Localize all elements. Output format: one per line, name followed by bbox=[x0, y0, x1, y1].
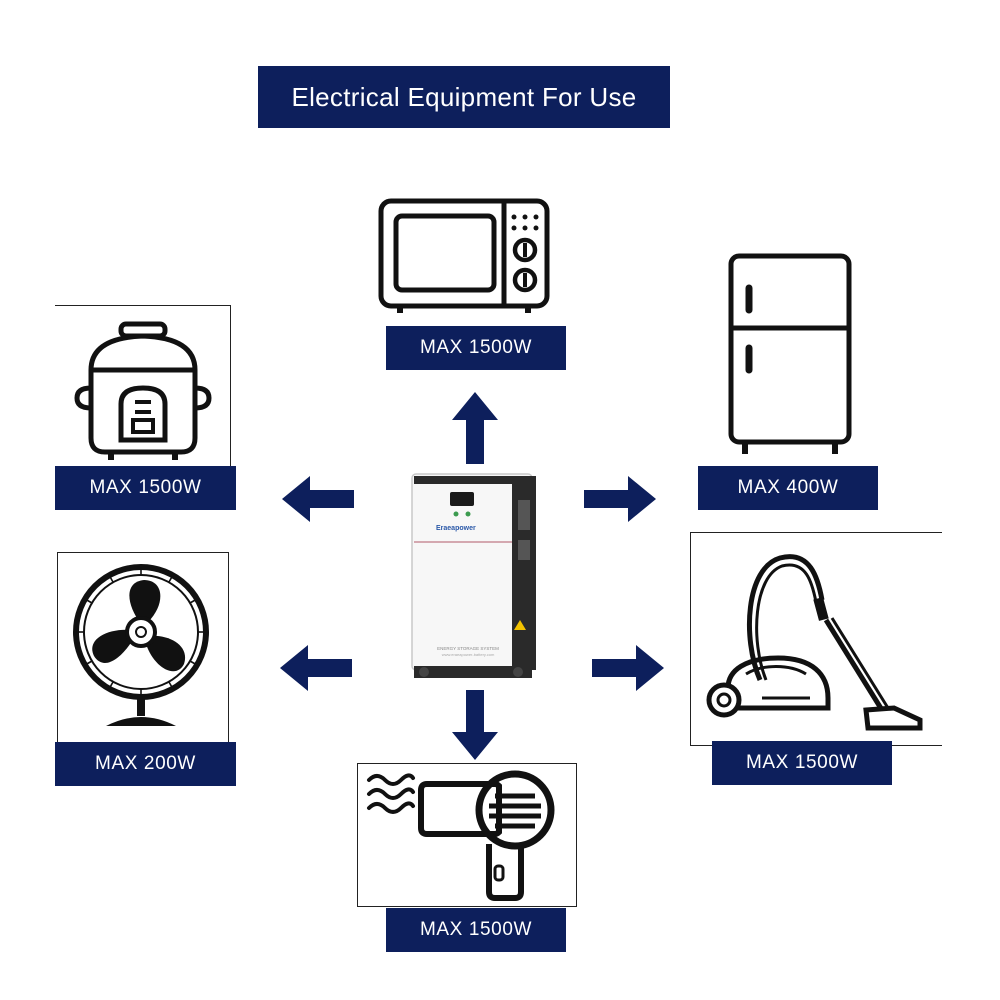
arrow-down-icon bbox=[452, 690, 498, 760]
arrow-left-icon bbox=[282, 476, 354, 522]
microwave-label: MAX 1500W bbox=[386, 326, 566, 370]
product-caption-1: ENERGY STORAGE SYSTEM bbox=[437, 646, 499, 651]
arrow-up-icon bbox=[452, 392, 498, 464]
arrow-right-icon bbox=[592, 645, 664, 691]
refrigerator-icon bbox=[728, 253, 852, 454]
vacuum-cleaner-icon bbox=[706, 554, 923, 731]
refrigerator-label: MAX 400W bbox=[698, 466, 878, 510]
title-banner: Electrical Equipment For Use bbox=[258, 66, 670, 128]
page-title: Electrical Equipment For Use bbox=[291, 81, 637, 112]
fan-icon bbox=[73, 564, 209, 726]
fan-label: MAX 200W bbox=[55, 742, 236, 786]
rice-cooker-icon bbox=[74, 321, 212, 460]
hair-dryer-icon bbox=[367, 770, 555, 901]
vacuum-label: MAX 1500W bbox=[712, 741, 892, 785]
rice-cooker-label: MAX 1500W bbox=[55, 466, 236, 510]
product-brand: Eraeapower bbox=[436, 525, 476, 532]
hair-dryer-label: MAX 1500W bbox=[386, 908, 566, 952]
energy-storage-unit bbox=[411, 473, 536, 678]
product-caption-2: www.eraeapower-battery.com bbox=[441, 652, 495, 657]
arrow-right-icon bbox=[584, 476, 656, 522]
arrow-left-icon bbox=[280, 645, 352, 691]
microwave-icon bbox=[378, 198, 550, 313]
